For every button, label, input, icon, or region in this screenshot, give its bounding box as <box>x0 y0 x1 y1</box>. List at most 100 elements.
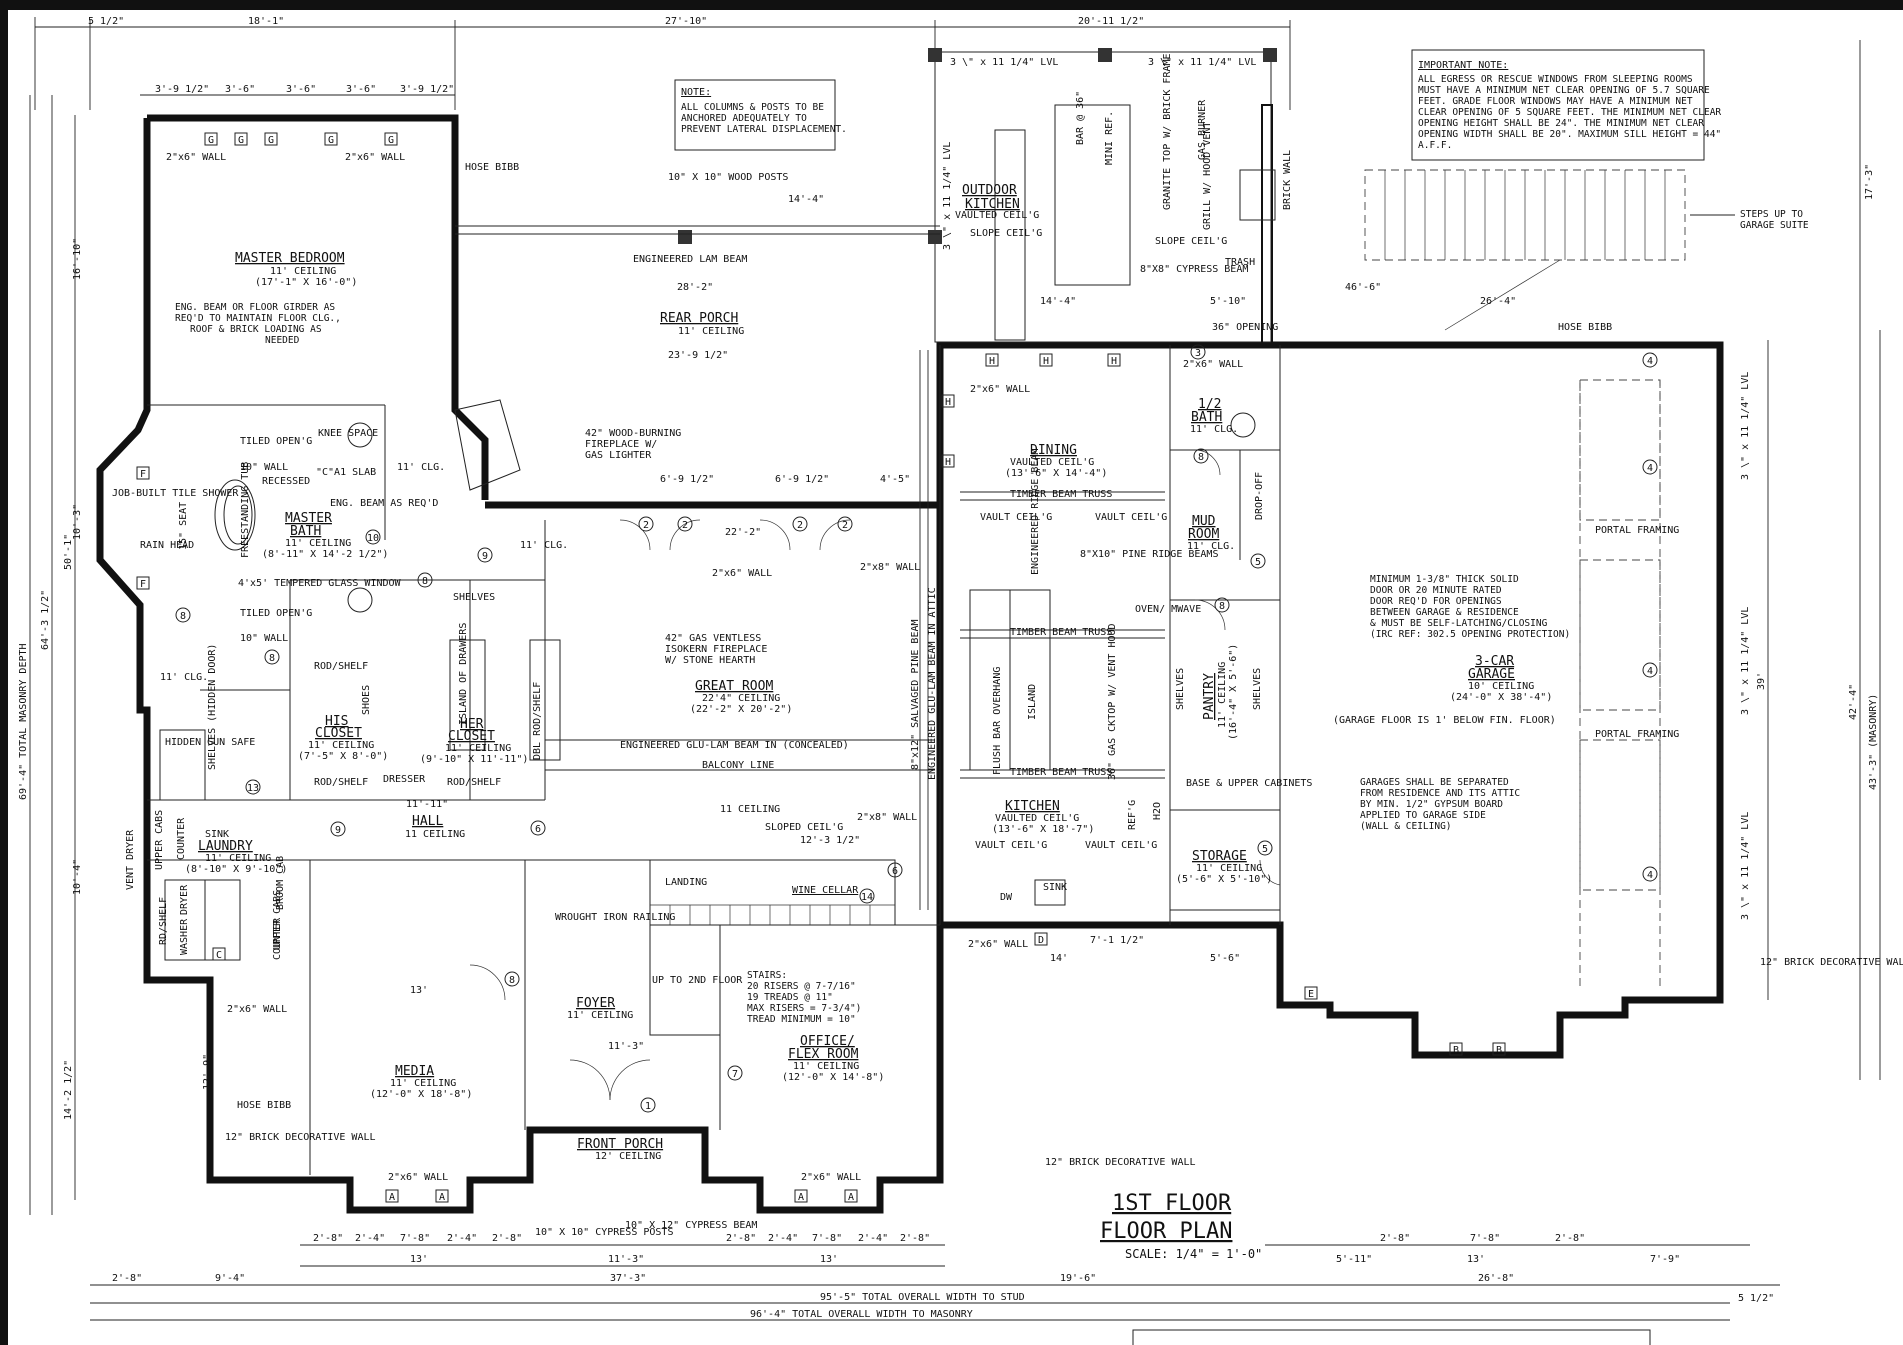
dim-b1-10: 5'-11" <box>1336 1254 1372 1265</box>
label-clg-11-1: 11' CLG. <box>397 462 445 473</box>
label-mini-ref: MINI REF. <box>1104 111 1115 165</box>
label-job-built-shower: JOB-BUILT TILE SHOWER <box>112 488 239 499</box>
note-beam: ENG. BEAM OR FLOOR GIRDER AS REQ'D TO MA… <box>175 302 341 346</box>
dim-b1-4: 2'-8" <box>492 1233 522 1244</box>
left-dimensions: 69'-4" TOTAL MASONRY DEPTH 64'-3 1/2" 50… <box>18 95 213 1215</box>
dim-misc-3: 22'-2" <box>725 527 761 538</box>
steps-note-line-1: GARAGE SUITE <box>1740 220 1809 231</box>
top-dimensions: 5 1/2" 18'-1" 27'-10" 20'-11 1/2" 3'-9 1… <box>34 16 1291 110</box>
ctag-19: 9 <box>335 825 341 836</box>
label-eng-glulam-attic: ENGINEERED GLU-LAM BEAM IN ATTIC <box>927 587 938 780</box>
dim-misc-16: 7'-1 1/2" <box>1090 935 1144 946</box>
tag-c-0: C <box>216 950 222 961</box>
garage-sep-line-2: BY MIN. 1/2" GYPSUM BOARD <box>1360 799 1503 810</box>
dim-b1-12: 7'-8" <box>1470 1233 1500 1244</box>
room-rear-porch: REAR PORCH 11' CEILING <box>660 311 744 337</box>
sink-icon <box>347 587 373 613</box>
tag-g-4: G <box>238 135 244 146</box>
label-rod-shelf-1: ROD/SHELF <box>314 661 368 672</box>
dim-b1-5: 2'-8" <box>726 1233 756 1244</box>
tag-h-1: H <box>945 397 951 408</box>
pantry-ceiling: 11' CEILING <box>1217 662 1228 728</box>
label-shelves-1: SHELVES <box>453 592 495 603</box>
label-lvl-2: 3 \" x 11 1/4" LVL <box>1740 607 1751 715</box>
label-sink-2: SINK <box>1043 882 1067 893</box>
label-gun-safe: HIDDEN GUN SAFE <box>165 737 255 748</box>
note-door: MINIMUM 1-3/8" THICK SOLID DOOR OR 20 MI… <box>1370 574 1570 640</box>
tag-h-4: H <box>1111 356 1117 367</box>
door-tags: 2 2 2 2 3 4 4 4 4 5 5 6 6 7 8 8 8 8 9 9 … <box>175 344 1658 1113</box>
dim-misc-13: 11'-11" <box>406 799 448 810</box>
tag-a-1: A <box>439 1192 445 1203</box>
egress-note-line-3: FEET. GRADE FLOOR WINDOWS MAY HAVE A MIN… <box>1418 96 1693 107</box>
label-cypress-8: 8"X8" CYPRESS BEAM <box>1140 264 1248 275</box>
label-washer: WASHER <box>179 918 190 955</box>
tag-g-0: G <box>208 135 214 146</box>
label-wall-2x6-8: 2"x6" WALL <box>968 939 1028 950</box>
label-cypress-posts: 10" X 10" CYPRESS POSTS <box>535 1227 673 1238</box>
dining-ceiling: VAULTED CEIL'G <box>1010 457 1094 468</box>
garage-ceiling: 10' CEILING <box>1468 681 1534 692</box>
great-room-ceiling: 22'4" CEILING <box>702 693 780 704</box>
dim-left-64: 64'-3 1/2" <box>40 590 51 650</box>
room-hall: HALL 11 CEILING <box>405 814 465 840</box>
label-vault-ceil-2: VAULT CEIL'G <box>1095 512 1167 523</box>
label-tiled-opening-1: TILED OPEN'G <box>240 436 312 447</box>
tag-h-3: H <box>1043 356 1049 367</box>
grill-icon <box>1239 169 1276 221</box>
label-hose-bibb-2: HOSE BIBB <box>1558 322 1612 333</box>
label-eng-beam-req: ENG. BEAM AS REQ'D <box>330 498 438 509</box>
label-wood-posts: 10" X 10" WOOD POSTS <box>668 172 788 183</box>
ctag-21: 13 <box>247 783 259 794</box>
dim-top-1: 18'-1" <box>248 16 284 27</box>
room-pantry: PANTRY 11' CEILING (16'-4" X 5'-6") <box>1202 644 1239 740</box>
label-vault-ceil-1: VAULT CEIL'G <box>980 512 1052 523</box>
wood-fireplace <box>454 399 521 491</box>
ctag-11: 6 <box>535 824 541 835</box>
dim-b1-8: 2'-4" <box>858 1233 888 1244</box>
dim-left-10: 10'-3" <box>72 504 83 540</box>
timber-truss-lines <box>545 350 1165 910</box>
dim-b1-6: 2'-4" <box>768 1233 798 1244</box>
tag-a-2: A <box>798 1192 804 1203</box>
dim-b3-5: 5 1/2" <box>1738 1293 1774 1304</box>
columns-note-line-0: NOTE: <box>681 87 711 98</box>
label-glulam: ENGINEERED GLU-LAM BEAM IN (CONCEALED) <box>620 740 849 751</box>
dim-right-17: 17'-3" <box>1864 164 1875 200</box>
label-base-upper: BASE & UPPER CABINETS <box>1186 778 1312 789</box>
label-brick-wall-3: 12" BRICK DECORATIVE WALL <box>1760 957 1903 968</box>
dim-misc-11: 5'-6" <box>1210 953 1240 964</box>
label-upper-cabs-2: UPPER CABS <box>272 890 283 950</box>
label-dresser: DRESSER <box>383 774 426 785</box>
island-counter <box>969 589 1011 771</box>
label-granite: GRANITE TOP W/ BRICK FRAME <box>1162 53 1173 210</box>
pantry-size: (16'-4" X 5'-6") <box>1228 644 1239 740</box>
stairs-note-line-2: 19 TREADS @ 11" <box>747 992 833 1003</box>
ctag-20: 10 <box>367 533 379 544</box>
dim-win-0: 3'-9 1/2" <box>155 84 209 95</box>
laundry-name: LAUNDRY <box>198 839 253 854</box>
label-timber-truss-1: TIMBER BEAM TRUSS <box>1010 489 1112 500</box>
label-lvl-3: 3 \" x 11 1/4" LVL <box>1740 812 1751 920</box>
label-lvl-1: 3 \" x 11 1/4" LVL <box>1740 372 1751 480</box>
label-wall-2x6-9: 2"x6" WALL <box>1183 359 1243 370</box>
label-portal-framing-1: PORTAL FRAMING <box>1595 525 1679 536</box>
tag-g-2: G <box>328 135 334 146</box>
room-mud-room: MUD ROOM 11' CLG. <box>1187 514 1235 552</box>
dim-misc-10: 5'-10" <box>1210 296 1246 307</box>
her-closet-ceiling: 11' CEILING <box>445 743 511 754</box>
kitchen-ceiling: VAULTED CEIL'G <box>995 813 1079 824</box>
title-scale: SCALE: 1/4" = 1'-0" <box>1125 1247 1262 1261</box>
label-wall-2x6-6: 2"x6" WALL <box>388 1172 448 1183</box>
ctag-23: 1 <box>645 1101 651 1112</box>
label-wall-10-1: 10" WALL <box>240 462 288 473</box>
ctag-3: 2 <box>842 520 848 531</box>
label-sloped-ceil: SLOPED CEIL'G <box>765 822 843 833</box>
label-rod-shelf-3: ROD/SHELF <box>447 777 501 788</box>
label-balcony: BALCONY LINE <box>702 760 774 771</box>
label-pine-ridge: 8"X10" PINE RIDGE BEAMS <box>1080 549 1218 560</box>
label-brick-wall: BRICK WALL <box>1282 150 1293 210</box>
label-outdoor-lvl-3: 3 \" x 11 1/4" LVL <box>1148 57 1256 68</box>
media-size: (12'-0" X 18'-8") <box>370 1089 472 1100</box>
